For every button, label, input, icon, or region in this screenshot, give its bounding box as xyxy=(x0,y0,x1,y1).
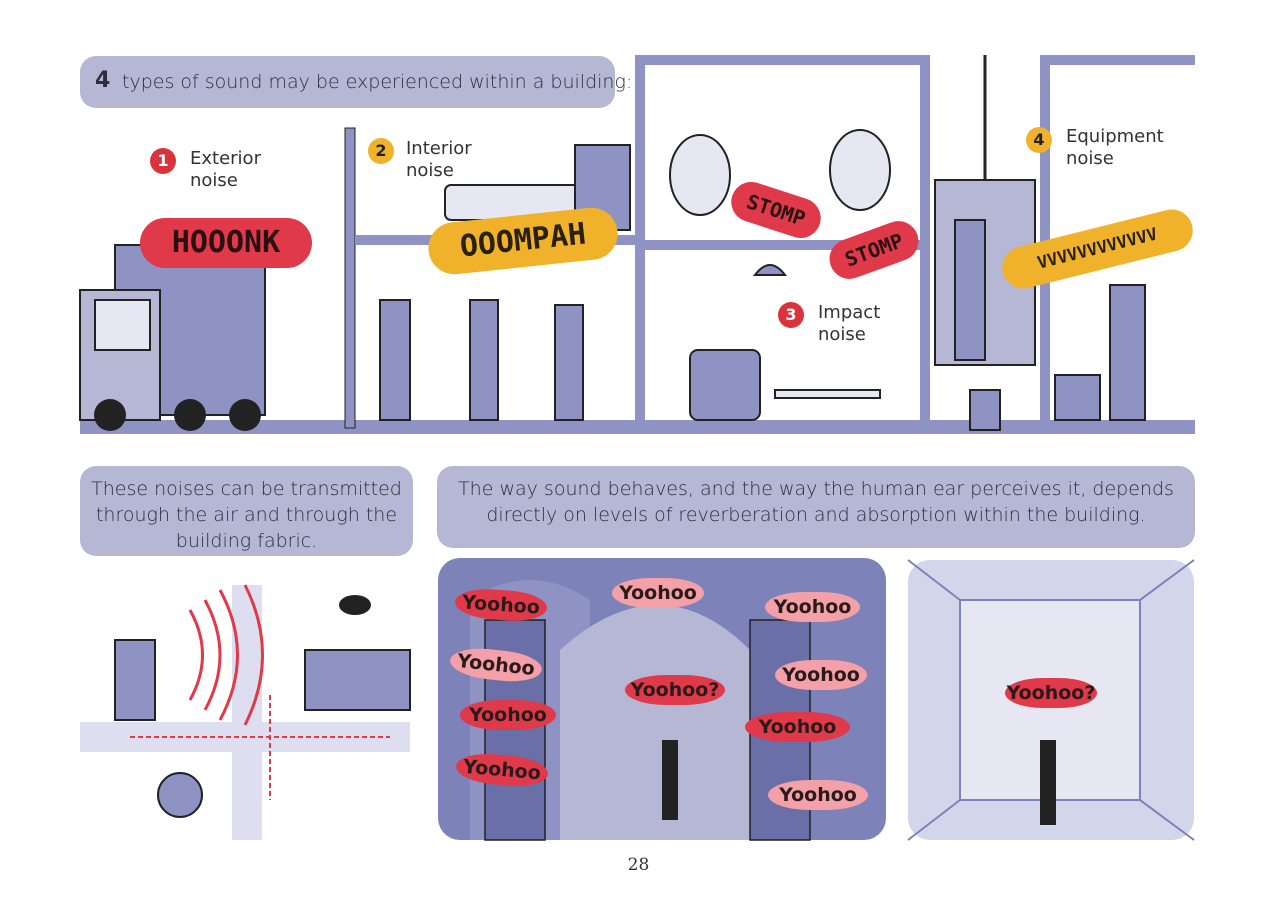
bottom-right-caption: The way sound behaves, and the way the h… xyxy=(437,466,1195,548)
top-caption: 4 types of sound may be experienced with… xyxy=(80,56,632,108)
top-caption-text: types of sound may be experienced within… xyxy=(122,71,633,93)
sfx-honk: HOOONK xyxy=(140,218,312,268)
noise-number-3: 3 xyxy=(778,302,804,328)
echo-bubble: Yoohoo xyxy=(768,780,868,810)
echo-bubble: Yoohoo xyxy=(775,660,867,690)
echo-bubble: Yoohoo xyxy=(460,700,556,730)
reverberant-hall xyxy=(438,558,886,841)
bottom-left-caption: These noises can be transmitted through … xyxy=(80,466,413,556)
noise-number-2: 2 xyxy=(368,138,394,164)
transmission-diagram xyxy=(80,584,411,840)
echo-bubble: Yoohoo? xyxy=(625,675,725,705)
noise-number-1: 1 xyxy=(150,148,176,174)
top-caption-number: 4 xyxy=(95,68,111,93)
echo-bubble: Yoohoo xyxy=(765,592,860,622)
page-number: 28 xyxy=(627,855,650,875)
echo-bubble: Yoohoo xyxy=(612,578,704,608)
truck-illustration xyxy=(79,244,266,431)
echo-bubble: Yoohoo xyxy=(745,712,850,742)
absorb-bubble: Yoohoo? xyxy=(1005,678,1097,708)
noise-number-4: 4 xyxy=(1026,127,1052,153)
